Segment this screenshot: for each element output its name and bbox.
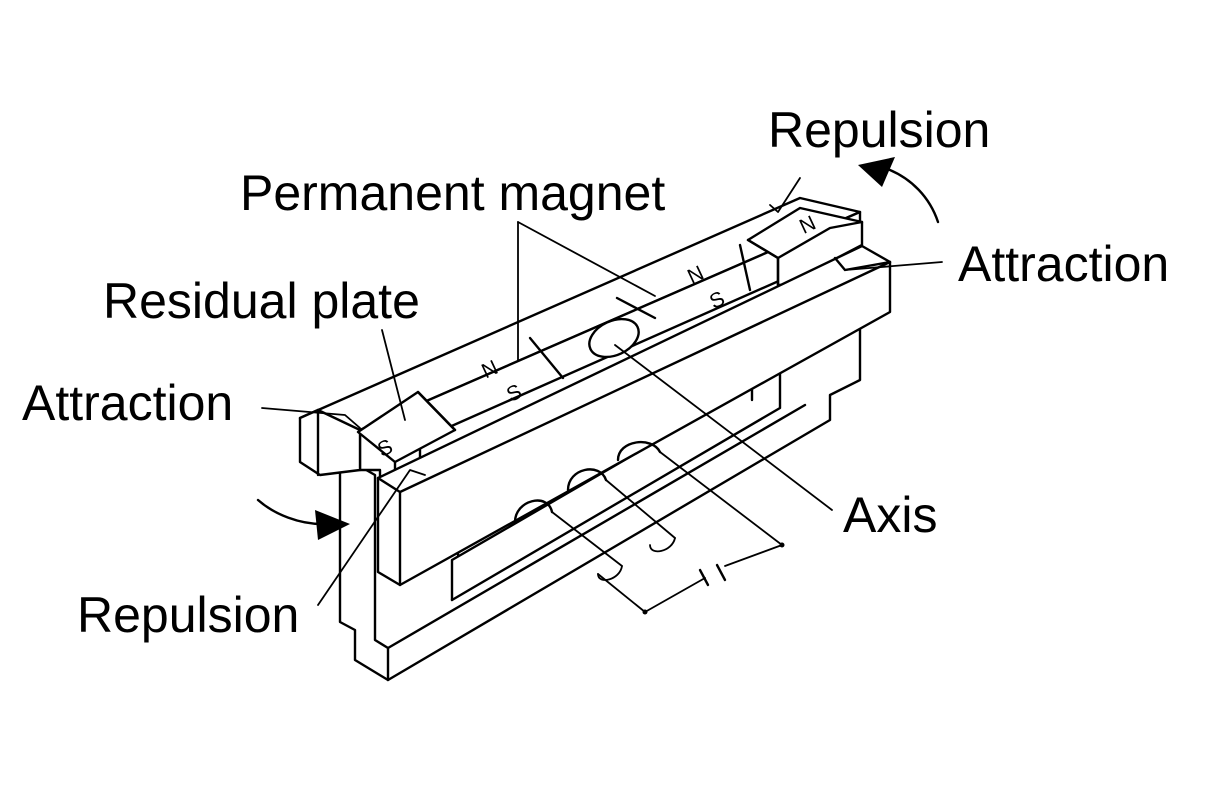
- armature: [376, 244, 892, 587]
- label-repulsion-bottom: Repulsion: [77, 587, 299, 643]
- axis-pivot: [588, 317, 640, 359]
- label-repulsion-top: Repulsion: [768, 102, 990, 158]
- leader-lines: [261, 177, 943, 606]
- label-permanent-magnet: Permanent magnet: [240, 165, 665, 221]
- label-attraction-right: Attraction: [958, 236, 1169, 292]
- curved-arrow-icon: [256, 498, 350, 540]
- label-axis: Axis: [843, 487, 937, 543]
- curved-arrow-icon: [858, 157, 940, 224]
- label-residual-plate: Residual plate: [103, 273, 420, 329]
- label-attraction-left: Attraction: [22, 375, 233, 431]
- coil: [513, 440, 785, 615]
